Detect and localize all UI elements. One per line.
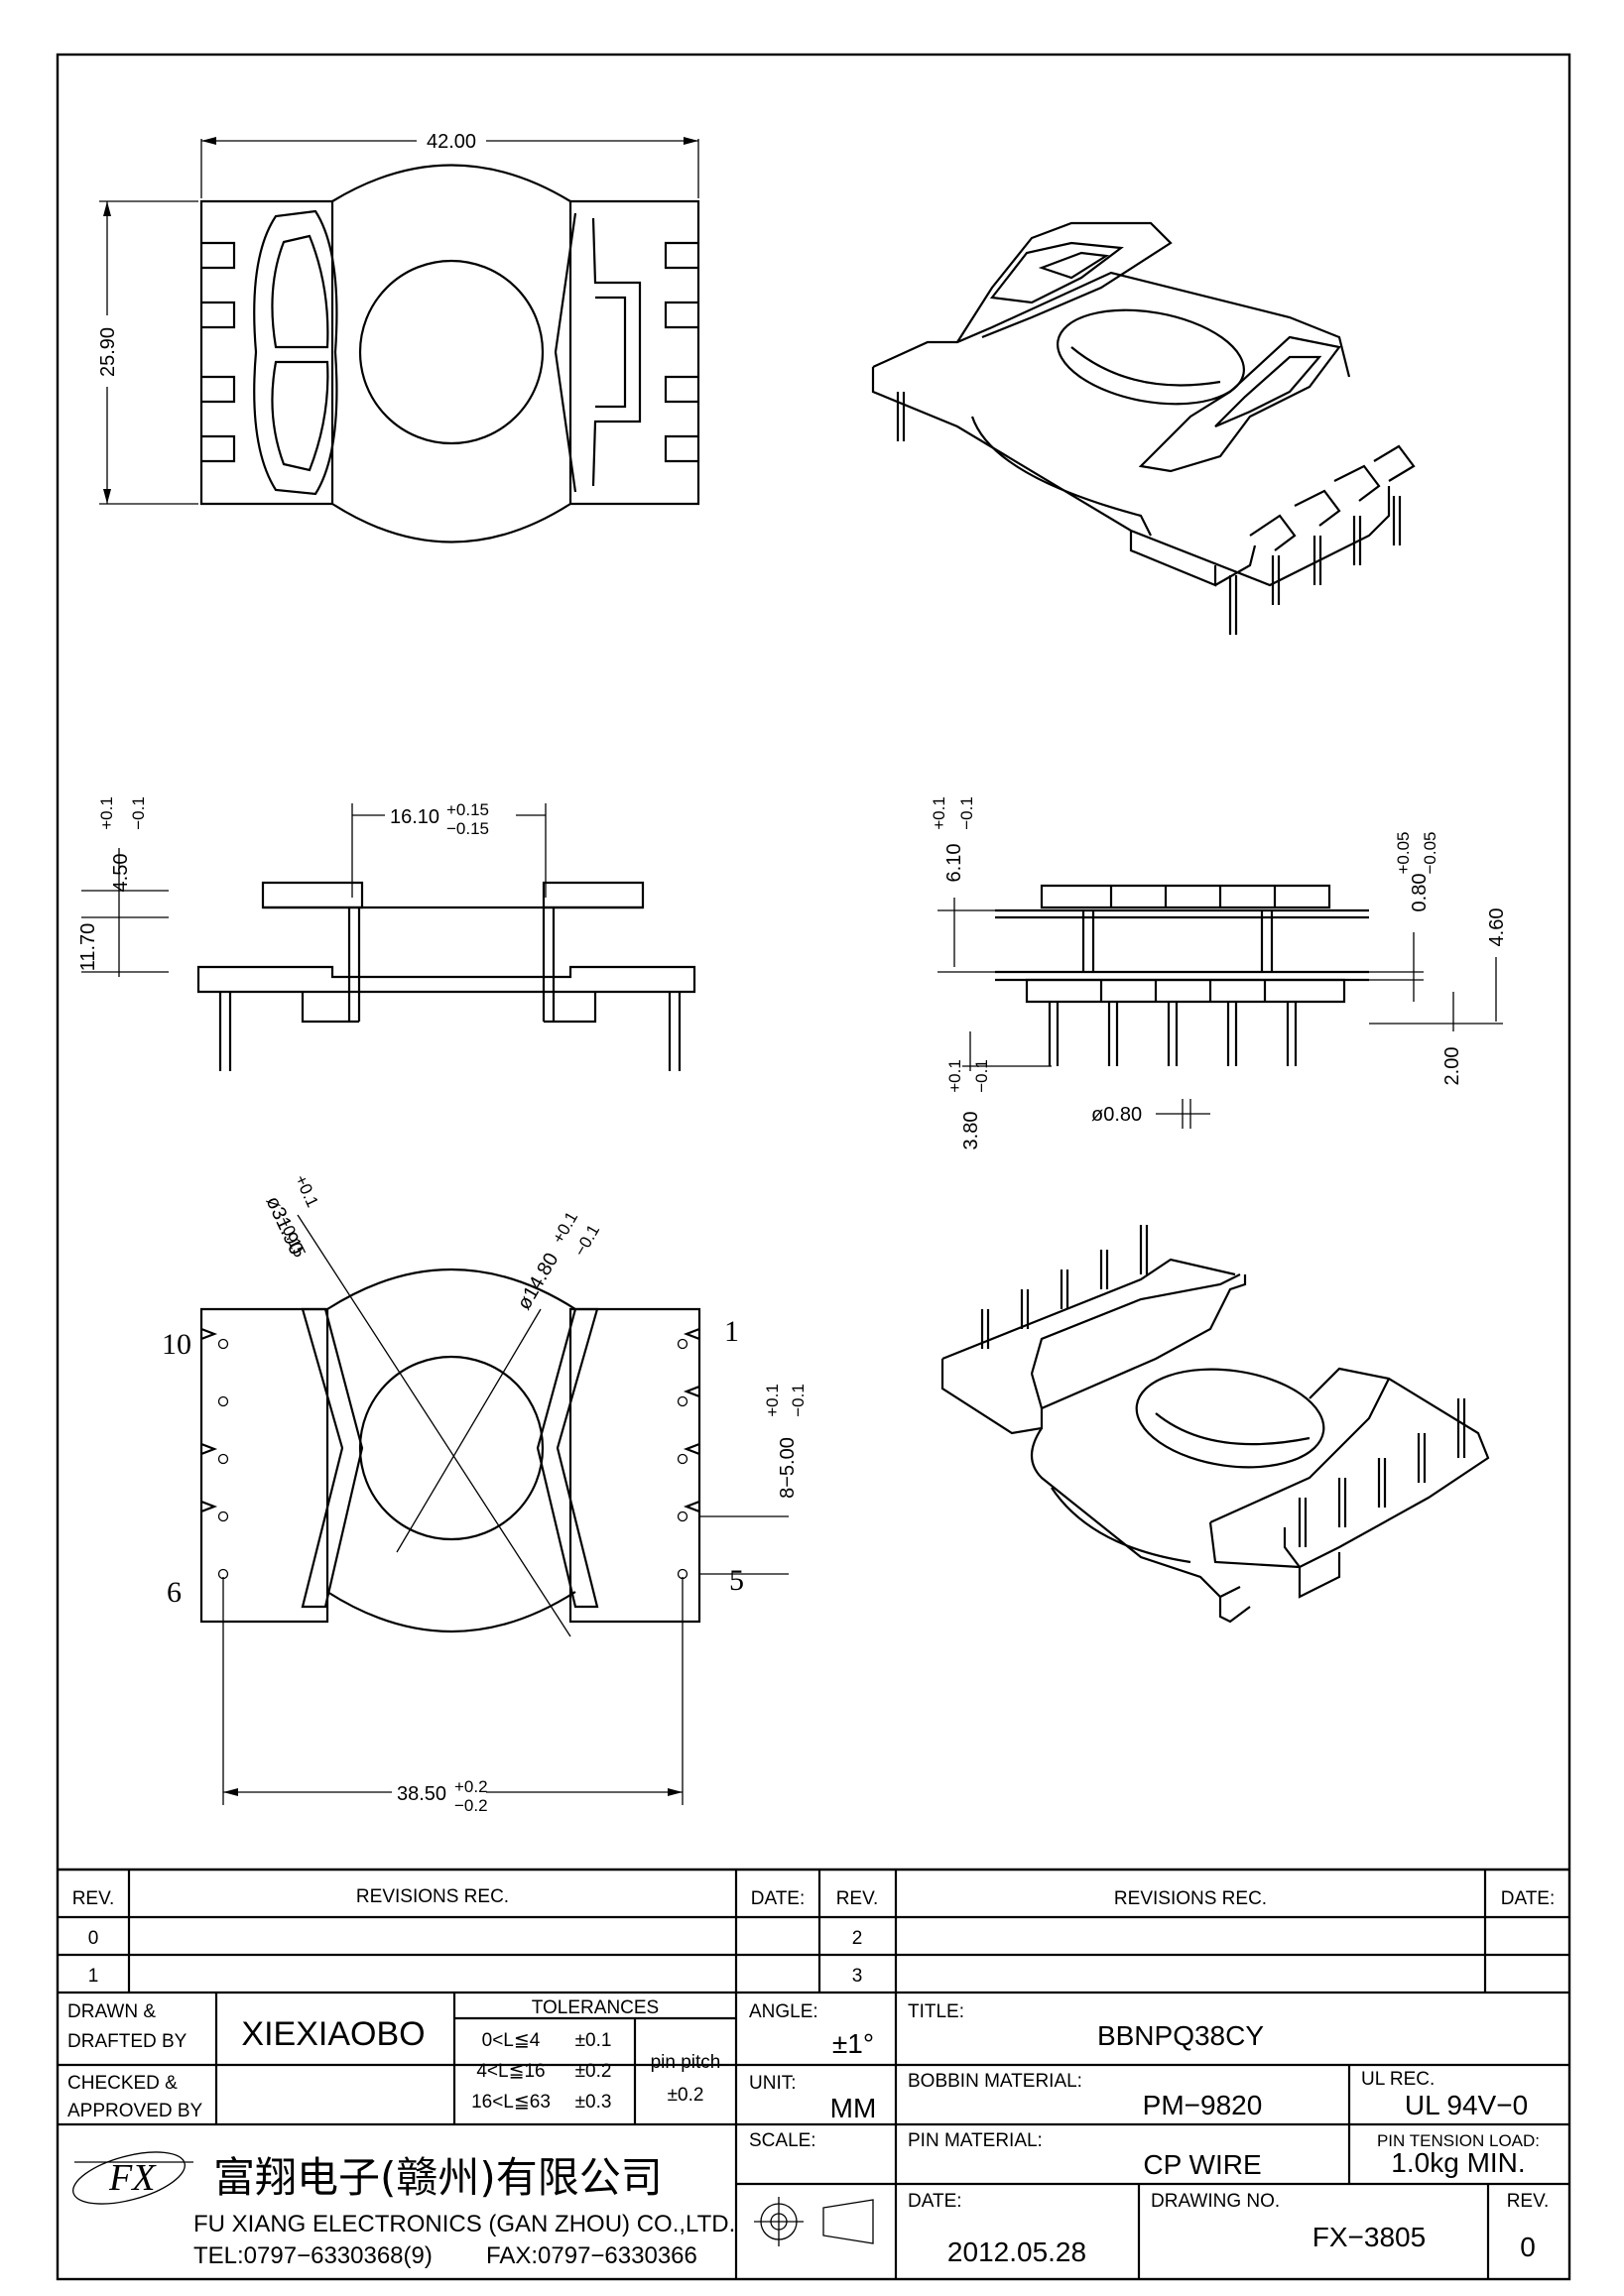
dim-6-10: 6.10 — [943, 844, 965, 883]
dim-0-80-tol-plus: +0.05 — [1394, 831, 1413, 874]
bottom-view: ø31.90 +0.1 −0.15 ø14.80 +0.1 −0.1 10 1 — [162, 1172, 808, 1815]
tol-range-3: 16<L≦63 — [471, 2092, 551, 2113]
angle-label: ANGLE: — [749, 2001, 818, 2022]
drawing-no-value: FX−3805 — [1312, 2222, 1426, 2252]
pin-pitch-label: pin pitch — [651, 2052, 721, 2073]
pin-pitch-value: ±0.2 — [668, 2085, 704, 2106]
dim-pin-dia: ø0.80 — [1091, 1104, 1142, 1126]
dim-38-50-tol-plus: +0.2 — [454, 1777, 488, 1796]
bobbin-material-value: PM−9820 — [1143, 2090, 1263, 2120]
dim-38-50: 38.50 — [397, 1783, 446, 1805]
rev-label: REV. — [1507, 2191, 1550, 2212]
rev-row-0: 0 — [88, 1928, 99, 1949]
dim-16-10: 16.10 — [390, 806, 439, 828]
tol-value-2: ±0.2 — [575, 2061, 612, 2082]
date-header-right: DATE: — [1501, 1888, 1556, 1909]
company-fax: FAX:0797−6330366 — [486, 2242, 697, 2269]
isometric-view-bottom — [940, 1225, 1490, 1624]
dim-4-60: 4.60 — [1486, 908, 1508, 947]
revisions-header-left: REVISIONS REC. — [356, 1886, 509, 1907]
title-block: REV. REVISIONS REC. DATE: REV. REVISIONS… — [58, 1868, 1569, 2279]
pin-label-1: 1 — [724, 1315, 739, 1348]
pin-label-5: 5 — [729, 1564, 744, 1597]
dim-3-80-tol-minus: −0.1 — [972, 1059, 991, 1093]
rev-row-3: 3 — [852, 1966, 863, 1987]
sheet-border — [56, 53, 1571, 2281]
top-view: 42.00 25.90 — [97, 131, 700, 544]
company-tel: TEL:0797−6330368(9) — [193, 2242, 433, 2269]
dim-pitch-tol-plus: +0.1 — [763, 1384, 782, 1417]
dim-4-50-tol-minus: −0.1 — [129, 796, 148, 830]
rev-header-left: REV. — [72, 1888, 115, 1909]
unit-label: UNIT: — [749, 2073, 797, 2094]
isometric-view-top — [871, 221, 1416, 635]
rev-row-1: 1 — [88, 1966, 99, 1987]
company-logo: FX — [72, 2151, 193, 2205]
tol-range-2: 4<L≦16 — [476, 2061, 545, 2082]
dim-outer-dia-tol-plus: +0.1 — [291, 1172, 321, 1210]
rev-value: 0 — [1520, 2232, 1536, 2262]
svg-text:FX: FX — [108, 2157, 157, 2199]
front-view: 6.10 +0.1 −0.1 0.80 +0.05 — [930, 796, 1508, 1149]
company-name-chinese: 富翔电子(赣州)有限公司 — [213, 2153, 663, 2202]
drawn-label-1: DRAWN & — [67, 2001, 156, 2022]
checked-label-1: CHECKED & — [67, 2073, 178, 2094]
ul-label: UL REC. — [1361, 2069, 1435, 2090]
dim-3-80-tol-plus: +0.1 — [945, 1059, 964, 1093]
dim-6-10-tol-plus: +0.1 — [930, 796, 948, 830]
rev-row-2: 2 — [852, 1928, 863, 1949]
date-header-left: DATE: — [751, 1888, 806, 1909]
pin-label-10: 10 — [162, 1328, 191, 1361]
checked-label-2: APPROVED BY — [67, 2101, 203, 2121]
dim-6-10-tol-minus: −0.1 — [957, 796, 976, 830]
unit-value: MM — [830, 2093, 877, 2123]
ul-value: UL 94V−0 — [1405, 2090, 1528, 2120]
pin-material-label: PIN MATERIAL: — [908, 2130, 1043, 2151]
drawing-no-label: DRAWING NO. — [1151, 2191, 1280, 2212]
revisions-header-right: REVISIONS REC. — [1114, 1888, 1267, 1909]
rev-header-right: REV. — [836, 1888, 879, 1909]
bobbin-material-label: BOBBIN MATERIAL: — [908, 2071, 1082, 2092]
dim-0-80-tol-minus: −0.05 — [1421, 831, 1439, 874]
dim-0-80: 0.80 — [1409, 874, 1431, 912]
dim-11-70: 11.70 — [77, 923, 99, 972]
side-view: 16.10 +0.15 −0.15 4.50 +0.1 −0.1 11.70 — [77, 796, 696, 1071]
dim-38-50-tol-minus: −0.2 — [454, 1796, 488, 1815]
dim-pitch: 8−5.00 — [777, 1437, 799, 1499]
dim-4-50-tol-plus: +0.1 — [97, 796, 116, 830]
tolerances-header: TOLERANCES — [532, 1997, 659, 2018]
dim-16-10-tol-minus: −0.15 — [446, 819, 489, 838]
date-value: 2012.05.28 — [947, 2236, 1086, 2267]
tol-range-1: 0<L≦4 — [482, 2030, 541, 2051]
drawn-label-2: DRAFTED BY — [67, 2031, 187, 2052]
title-label: TITLE: — [908, 2001, 964, 2022]
projection-symbol — [754, 2197, 874, 2246]
dim-4-50: 4.50 — [110, 854, 132, 893]
scale-label: SCALE: — [749, 2130, 816, 2151]
company-block: FX 富翔电子(赣州)有限公司 FU XIANG ELECTRONICS (GA… — [72, 2151, 735, 2269]
tol-value-1: ±0.1 — [575, 2030, 612, 2051]
pin-label-6: 6 — [167, 1576, 182, 1609]
pin-tension-value: 1.0kg MIN. — [1391, 2147, 1525, 2178]
drawn-value: XIEXIAOBO — [241, 2015, 425, 2053]
pin-tension-label: PIN TENSION LOAD: — [1377, 2131, 1540, 2150]
title-value: BBNPQ38CY — [1097, 2020, 1264, 2051]
tol-value-3: ±0.3 — [575, 2092, 612, 2113]
angle-value: ±1° — [832, 2028, 874, 2059]
dim-2-00: 2.00 — [1441, 1047, 1463, 1086]
pin-material-value: CP WIRE — [1143, 2149, 1261, 2180]
dim-height-25-90: 25.90 — [97, 327, 119, 377]
dim-pitch-tol-minus: −0.1 — [789, 1384, 808, 1417]
date-label: DATE: — [908, 2191, 962, 2212]
dim-width-42: 42.00 — [427, 131, 476, 153]
dim-3-80: 3.80 — [960, 1112, 982, 1150]
company-name-english: FU XIANG ELECTRONICS (GAN ZHOU) CO.,LTD. — [193, 2211, 735, 2237]
dim-16-10-tol-plus: +0.15 — [446, 800, 489, 819]
